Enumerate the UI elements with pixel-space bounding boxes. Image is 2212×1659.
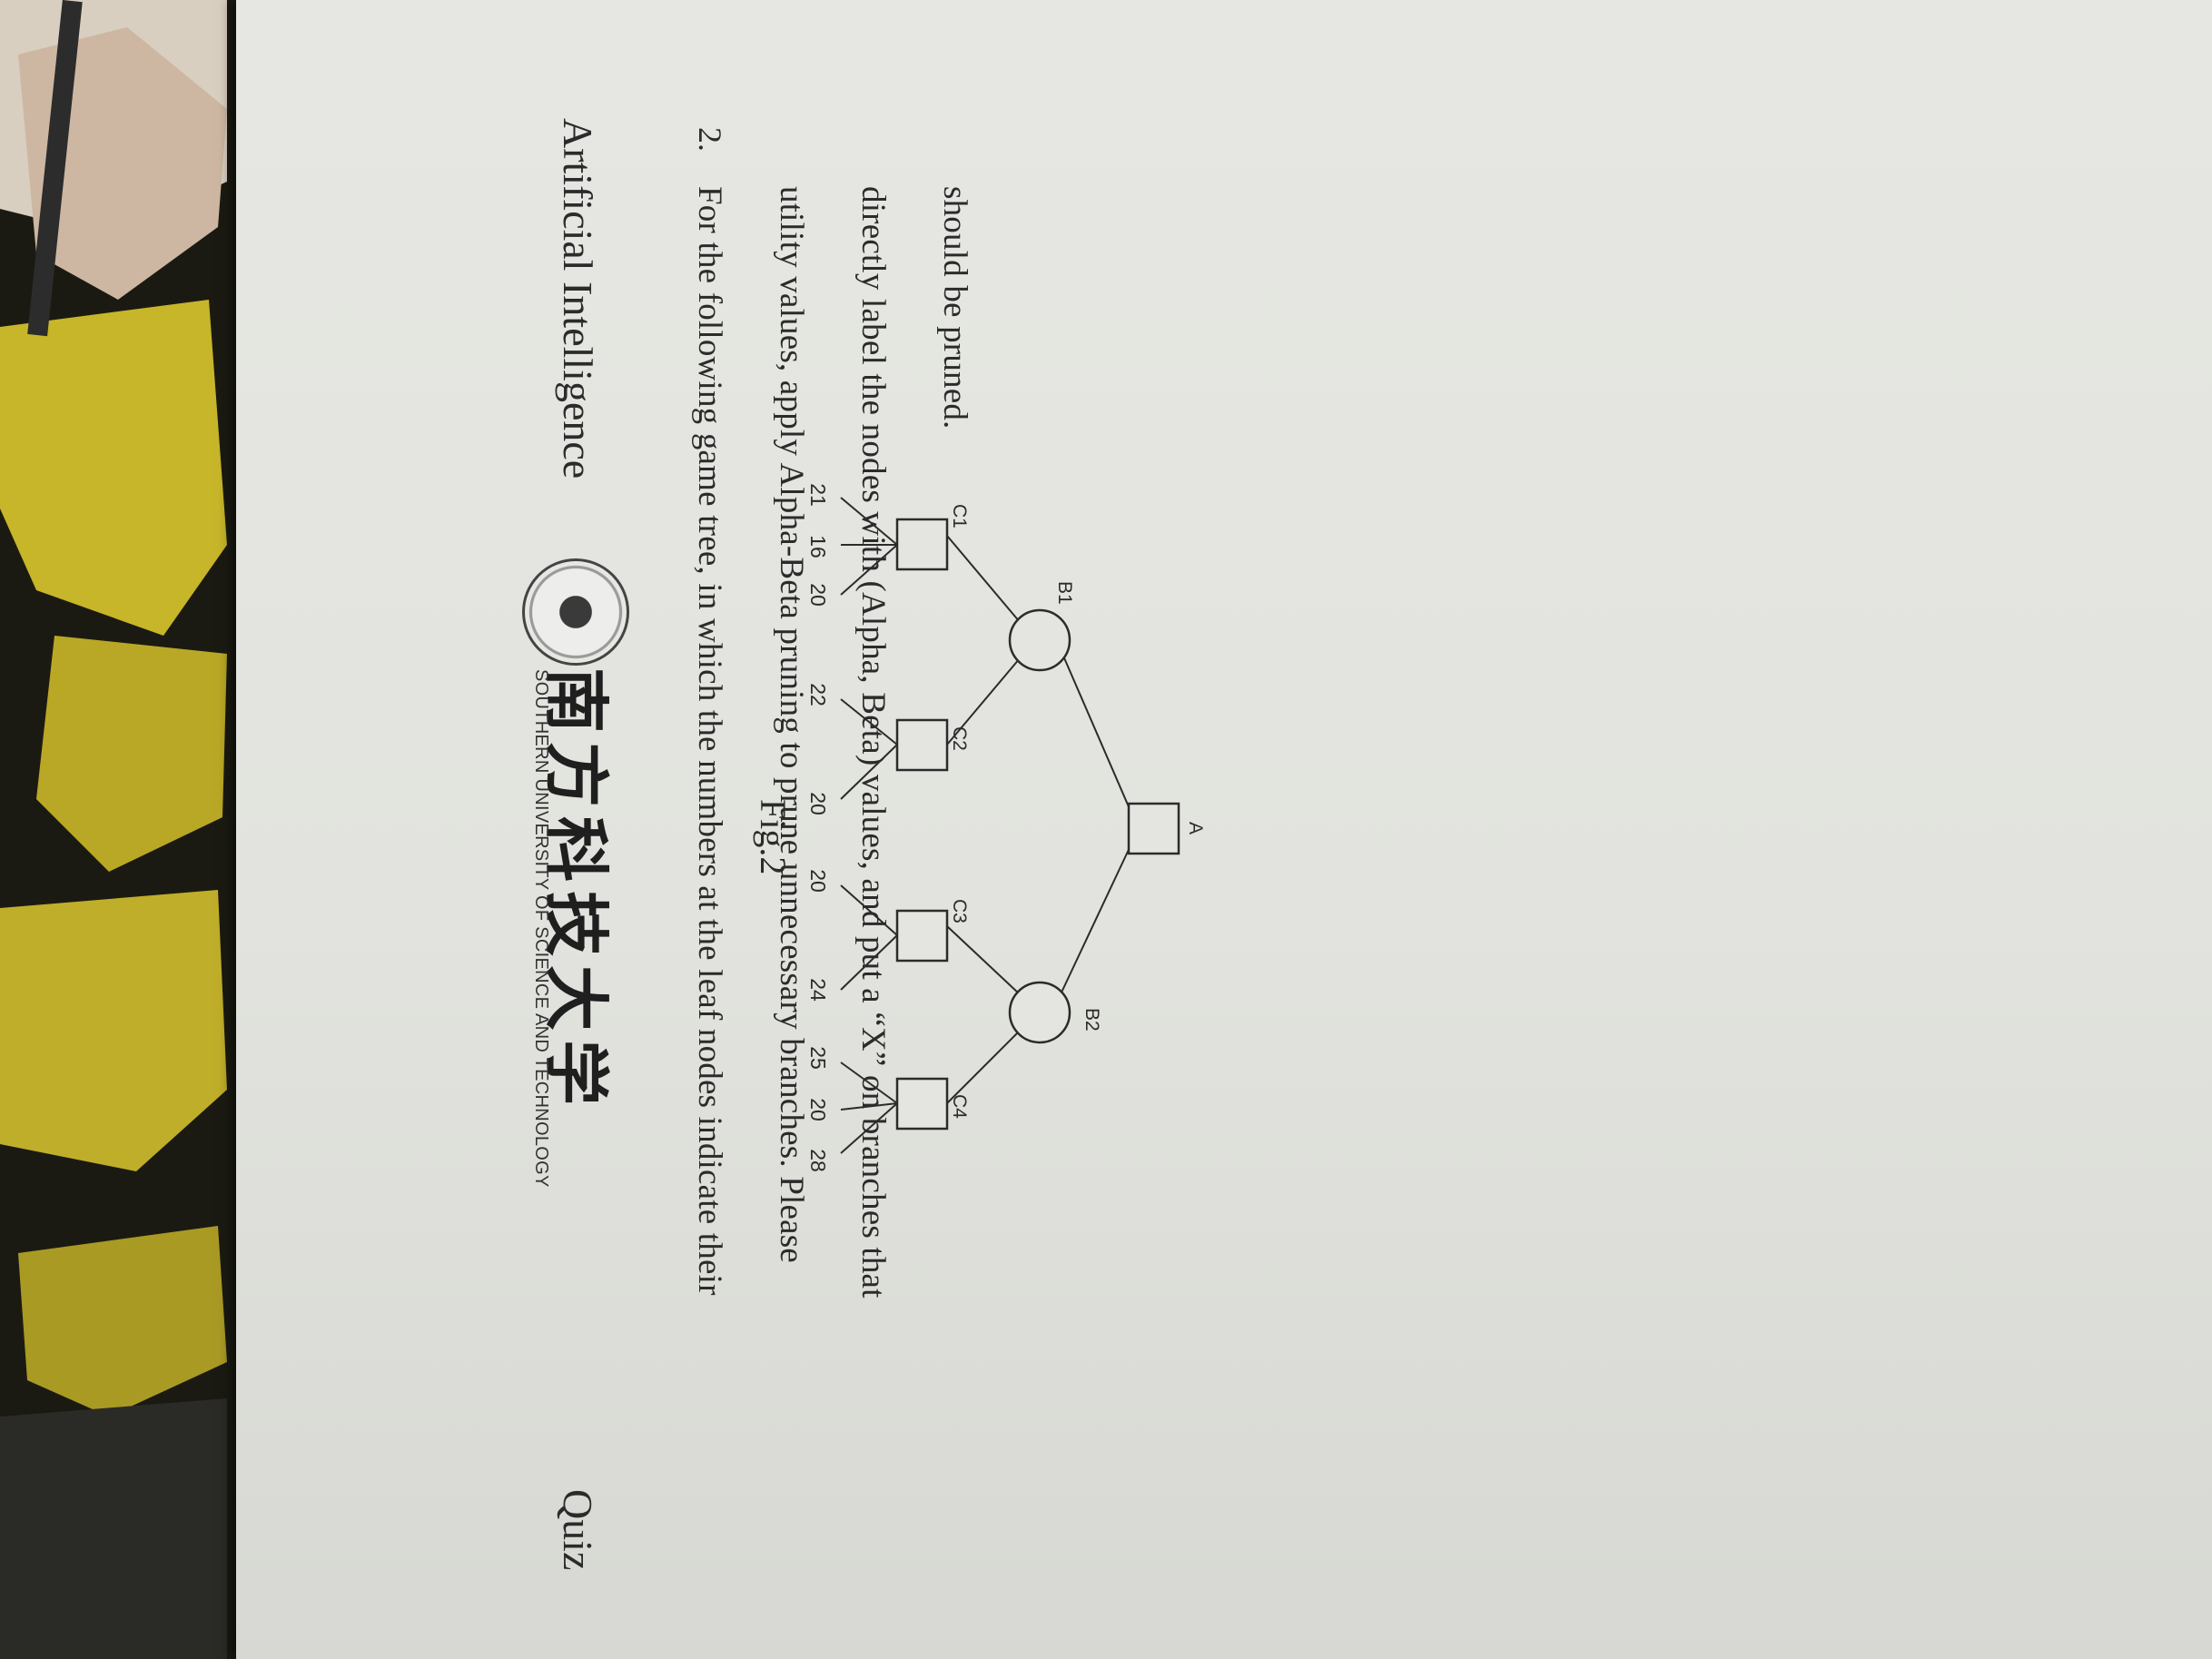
edge-a-b1 [1062, 653, 1134, 818]
edge-c3-leaf [840, 884, 898, 936]
leaf-value: 24 [806, 978, 830, 1002]
node-b2-label: B2 [1081, 1008, 1102, 1032]
edge-c4-leaf [840, 1062, 898, 1104]
edge-c2-leaf [840, 744, 898, 800]
leaf-value: 20 [806, 869, 830, 893]
paper-sheet [236, 0, 2212, 1659]
leaf-value: 20 [806, 792, 830, 815]
node-c3-square [895, 909, 949, 963]
edge-c1-leaf [840, 544, 898, 596]
node-c3-label: C3 [949, 899, 970, 923]
edge-c4-leaf [840, 1102, 898, 1111]
node-c4-label: C4 [949, 1094, 970, 1119]
node-c4-square [895, 1077, 949, 1131]
leaf-value: 16 [806, 535, 830, 558]
node-c1-label: C1 [949, 504, 970, 528]
figure-caption: Fig.2 [753, 799, 794, 874]
edge-b2-c3 [946, 925, 1021, 995]
node-b1-circle [1008, 608, 1071, 672]
leaf-value: 21 [806, 483, 830, 507]
node-b1-label: B1 [1054, 581, 1075, 605]
node-c1-square [895, 518, 949, 571]
edge-a-b2 [1060, 839, 1134, 995]
game-tree-figure: A B1 B2 C1 C2 C3 C4 21 16 20 22 20 20 24… [753, 483, 1206, 1172]
leaf-value: 20 [806, 583, 830, 607]
node-c2-label: C2 [949, 726, 970, 751]
leaf-value: 28 [806, 1149, 830, 1172]
edge-b1-c1 [946, 535, 1021, 623]
edge-c1-leaf [840, 497, 898, 546]
quiz-page: Artificial Intelligence 南方科技大学 SOUTHERN … [522, 0, 2078, 1659]
edge-c3-leaf [840, 934, 898, 991]
edge-b2-c4 [946, 1030, 1021, 1104]
node-b2-circle [1008, 981, 1071, 1044]
edge-c4-leaf [840, 1102, 898, 1154]
node-a-square [1127, 802, 1180, 855]
node-c2-square [895, 718, 949, 772]
edge-b1-c2 [946, 657, 1021, 746]
leaf-value: 20 [806, 1098, 830, 1121]
edge-c2-leaf [840, 698, 898, 746]
leaf-value: 25 [806, 1046, 830, 1070]
node-a-label: A [1185, 822, 1206, 834]
leaf-value: 22 [806, 683, 830, 706]
